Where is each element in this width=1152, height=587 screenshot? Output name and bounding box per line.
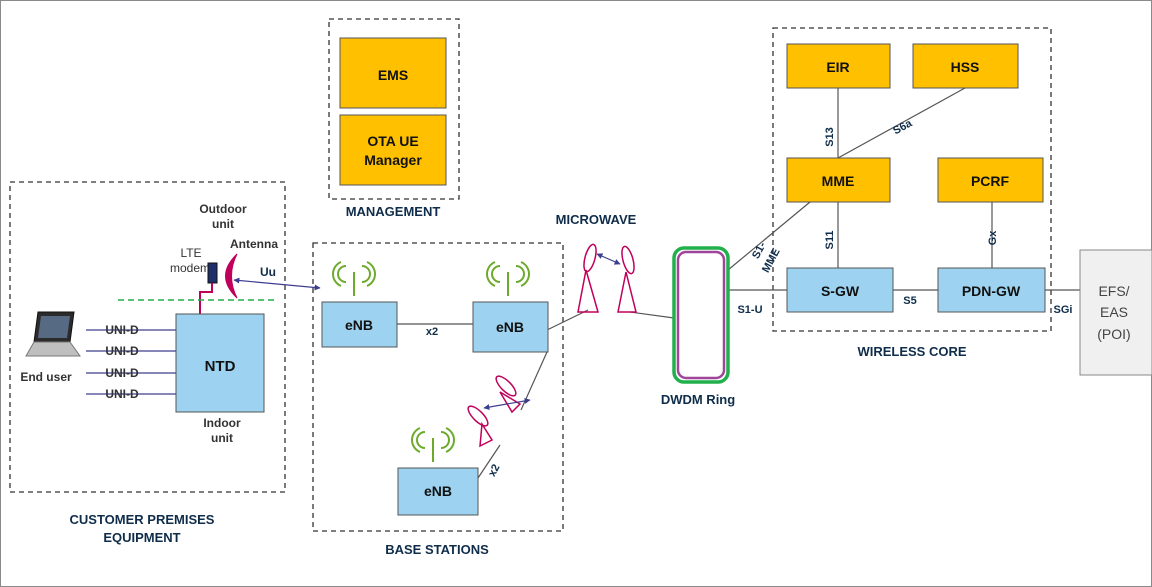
uni-d-links (86, 329, 176, 395)
enb-signal-icon (411, 427, 455, 462)
antenna-dish-icon (225, 253, 238, 299)
uni-d-label: UNI-D (105, 323, 139, 337)
cpe-group (9, 181, 286, 493)
cpe-label-line1: CUSTOMER PREMISES (70, 512, 215, 527)
enb-signal-icon (486, 261, 530, 296)
sgw-box (786, 267, 894, 313)
microwave-label: MICROWAVE (556, 212, 637, 227)
ems-box (339, 37, 447, 109)
mme-label: MME (822, 173, 855, 189)
core-links (727, 87, 1080, 291)
enb-box-2 (472, 301, 549, 353)
indoor-unit-label-line1: Indoor (203, 416, 241, 430)
end-user-label: End user (20, 370, 72, 384)
ota-label-line2: Manager (364, 152, 422, 168)
cpe-label-line2: EQUIPMENT (103, 530, 180, 545)
microwave-link-lower (483, 397, 531, 411)
pdn-gw-label: PDN-GW (962, 283, 1021, 299)
dwdm-ring-inner (676, 250, 726, 380)
microwave-dish-pair (577, 243, 637, 313)
ntd-label: NTD (205, 358, 236, 375)
management-label: MANAGEMENT (346, 204, 441, 219)
ota-ue-manager-box (339, 114, 447, 186)
base-stations-label: BASE STATIONS (385, 542, 489, 557)
wireless-core-group (772, 27, 1052, 332)
base-stations-group (312, 242, 564, 532)
ota-label-line1: OTA UE (367, 133, 418, 149)
enb-box-1 (321, 301, 398, 348)
indoor-unit-label-line2: unit (211, 431, 233, 445)
outdoor-unit-label-line2: unit (212, 217, 234, 231)
lte-modem-label-line2: modem (170, 261, 210, 275)
pcrf-label: PCRF (971, 173, 1010, 189)
uni-d-label: UNI-D (105, 344, 139, 358)
management-group (328, 18, 460, 200)
lte-modem-icon (207, 262, 218, 284)
modem-cable (199, 283, 213, 314)
s1u-label: S1-U (737, 304, 762, 316)
uu-link (233, 277, 321, 291)
uni-d-label: UNI-D (105, 387, 139, 401)
wireless-core-label: WIRELESS CORE (857, 344, 966, 359)
poi-box (1079, 249, 1152, 376)
pcrf-box (937, 157, 1044, 203)
hss-label: HSS (951, 59, 980, 75)
sgw-label: S-GW (821, 283, 860, 299)
pdn-gw-box (937, 267, 1046, 313)
mme-box (786, 157, 891, 203)
sgi-label: SGi (1054, 304, 1073, 316)
microwave-link (596, 253, 621, 265)
eir-box (786, 43, 891, 89)
dwdm-ring-label: DWDM Ring (661, 392, 735, 407)
enb-signal-icon (332, 261, 376, 296)
x2-label-horizontal: x2 (426, 326, 438, 338)
enb-label-1: eNB (345, 317, 373, 333)
lte-modem-label-line1: LTE (180, 246, 201, 260)
s11-label: S11 (824, 231, 836, 250)
enb-label-2: eNB (496, 319, 524, 335)
outdoor-unit-label-line1: Outdoor (199, 202, 247, 216)
uu-label: Uu (260, 265, 276, 279)
enb-box-3 (397, 467, 479, 516)
s5-label: S5 (903, 295, 916, 307)
ems-label: EMS (378, 67, 408, 83)
ntd-box (175, 313, 265, 413)
laptop-icon (25, 311, 81, 357)
poi-label-line2: EAS (1100, 304, 1128, 320)
dwdm-ring-outer (672, 246, 730, 384)
enb-label-3: eNB (424, 483, 452, 499)
x2-label-diagonal: x2 (486, 462, 502, 478)
uni-d-label: UNI-D (105, 366, 139, 380)
gx-label: Gx (987, 230, 999, 246)
hss-box (912, 43, 1019, 89)
eir-label: EIR (826, 59, 849, 75)
antenna-label: Antenna (230, 237, 278, 251)
s13-label: S13 (824, 127, 836, 147)
poi-label-line3: (POI) (1097, 326, 1130, 342)
poi-label-line1: EFS/ (1098, 283, 1129, 299)
